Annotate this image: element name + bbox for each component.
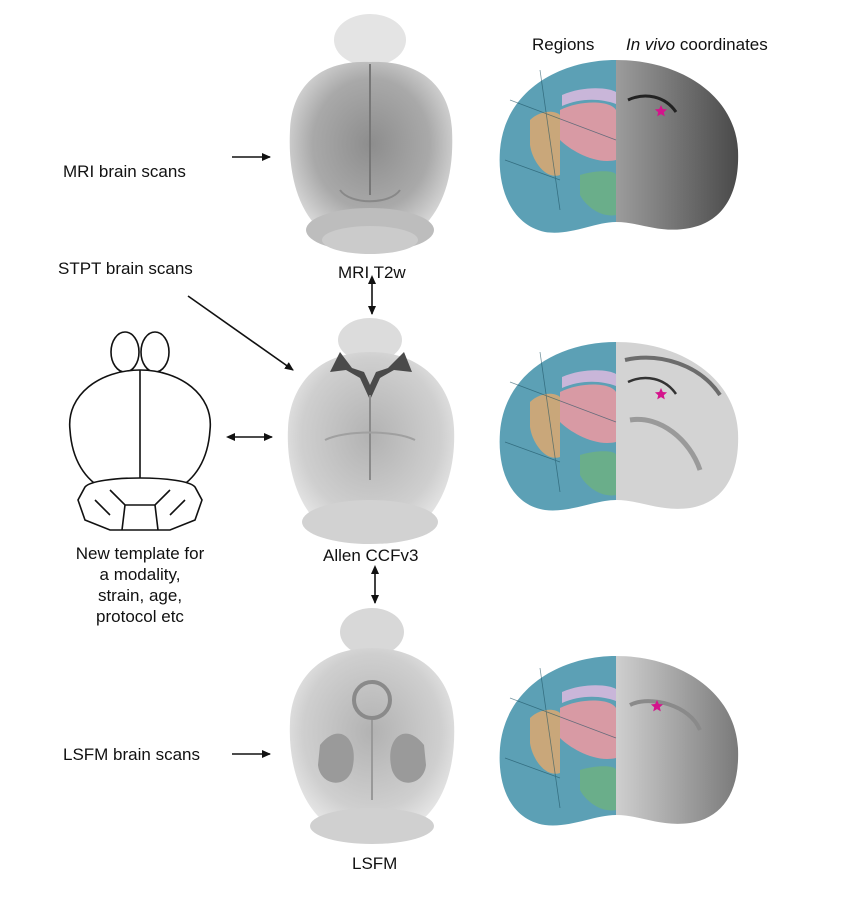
- new-template-line-3: strain, age,: [97, 586, 183, 605]
- lsfm-template-brain: [289, 608, 455, 844]
- allen-template-brain: [287, 318, 455, 544]
- header-coordinates: In vivo coordinates: [626, 34, 768, 55]
- label-mri-scans: MRI brain scans: [63, 162, 186, 181]
- new-template-line-4: protocol etc: [96, 607, 184, 626]
- coronal-section-allen: [499, 342, 739, 511]
- new-template-outline-brain: [69, 331, 211, 531]
- header-coordinates-rest: coordinates: [675, 35, 768, 54]
- new-template-line-1: New template for: [75, 544, 205, 563]
- header-regions: Regions: [532, 35, 595, 54]
- header-coordinates-italic: In vivo: [626, 35, 676, 54]
- new-template-line-2: a modality,: [99, 565, 181, 584]
- label-allen-ccfv3: Allen CCFv3: [323, 546, 419, 565]
- coronal-section-lsfm: [499, 656, 739, 826]
- label-lsfm: LSFM: [352, 854, 398, 873]
- label-lsfm-scans: LSFM brain scans: [63, 745, 200, 764]
- label-new-template: New template for a modality, strain, age…: [55, 543, 225, 627]
- label-stpt-scans: STPT brain scans: [58, 259, 193, 278]
- coronal-section-mri: [499, 60, 739, 233]
- arrow-stpt-scans: [187, 295, 294, 371]
- label-mri-t2w: MRI T2w: [338, 263, 406, 282]
- mri-template-brain: [289, 14, 453, 254]
